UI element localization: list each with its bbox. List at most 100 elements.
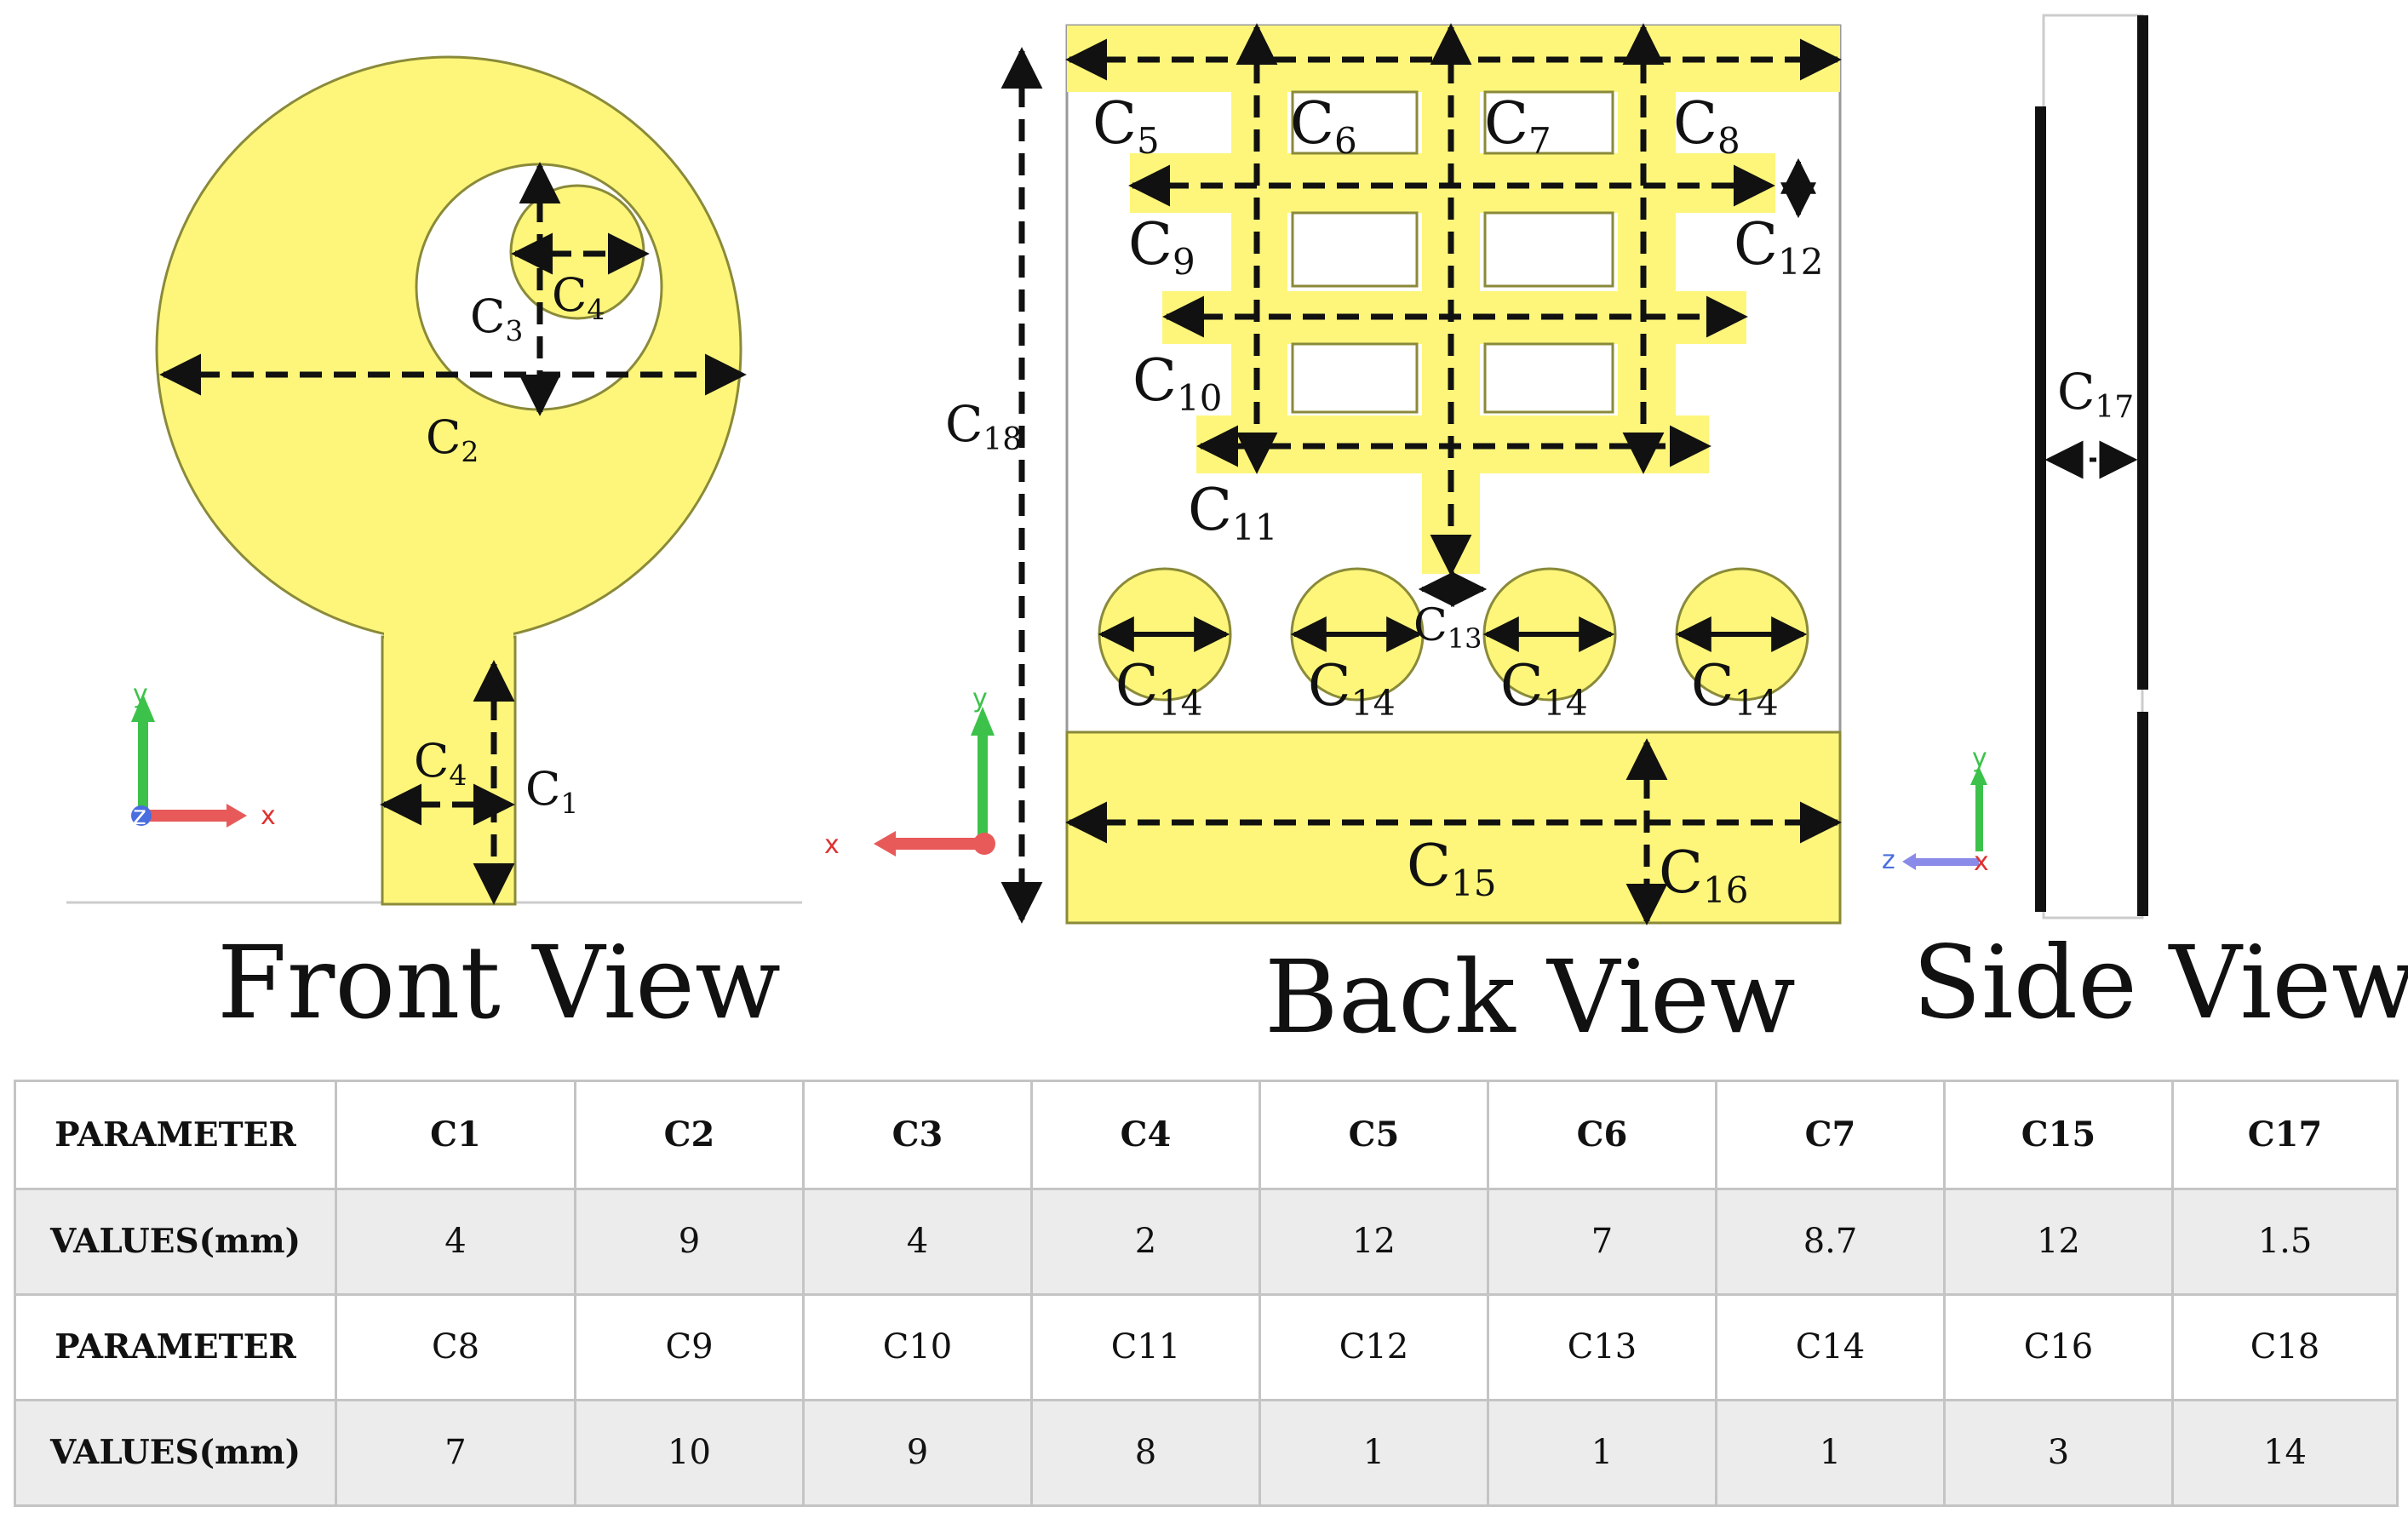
table-cell: VALUES(mm) — [14, 1187, 337, 1296]
svg-text:C1: C1 — [525, 762, 578, 820]
table-cell: 4 — [802, 1187, 1033, 1296]
label-subscript: 12 — [1778, 241, 1823, 283]
label-subscript: 18 — [983, 422, 1022, 457]
svg-text:C3: C3 — [470, 289, 523, 347]
label-subscript: 2 — [461, 435, 479, 468]
back-view-title: Back View — [1264, 938, 1796, 1056]
axis-triad-front: y x z — [131, 679, 276, 831]
svg-text:C4: C4 — [552, 268, 605, 326]
svg-text:C4: C4 — [414, 734, 467, 792]
label-c12: C — [1734, 211, 1778, 278]
label-c9: C — [1128, 211, 1172, 278]
label-c14-1: C — [1115, 653, 1159, 719]
label-c14-4: C — [1691, 653, 1734, 719]
table-cell: C13 — [1487, 1292, 1717, 1401]
table-cell: 2 — [1030, 1187, 1261, 1296]
label-subscript: 16 — [1703, 869, 1748, 911]
svg-text:C15: C15 — [1407, 833, 1496, 904]
axis-triad-back: y x — [824, 684, 995, 860]
table-row: PARAMETER C1 C2 C3 C4 C5 C6 C7 C15 C17 — [14, 1080, 2399, 1190]
svg-text:C8: C8 — [1673, 90, 1740, 162]
label-c10: C — [1132, 347, 1177, 415]
side-view-title: Side View — [1912, 924, 2408, 1041]
table-cell: C1 — [335, 1080, 576, 1190]
table-cell: 1 — [1258, 1398, 1489, 1508]
front-view: C2 C3 C4 C4 C1 y x z Front View — [66, 55, 802, 1041]
table-cell: C4 — [1030, 1080, 1261, 1190]
table-cell: C15 — [1943, 1080, 2174, 1190]
back-dimension-arrows — [1000, 23, 1842, 925]
table-cell: 7 — [1487, 1187, 1717, 1296]
label-subscript: 4 — [587, 293, 605, 326]
axis-y-front: y — [133, 679, 148, 709]
label-c11: C — [1188, 477, 1232, 544]
table-cell: 10 — [574, 1398, 805, 1508]
side-ground-layer-top — [2137, 15, 2148, 690]
svg-text:C14: C14 — [1115, 653, 1203, 724]
front-view-title: Front View — [217, 924, 781, 1041]
label-subscript: 10 — [1177, 377, 1222, 419]
table-cell: 8 — [1030, 1398, 1261, 1508]
table-cell: C10 — [802, 1292, 1033, 1401]
label-c14-3: C — [1500, 653, 1544, 719]
table-row: VALUES(mm) 7 10 9 8 1 1 1 3 14 — [14, 1398, 2399, 1508]
label-subscript: 7 — [1528, 120, 1551, 162]
svg-text:C14: C14 — [1308, 653, 1396, 724]
label-subscript: 8 — [1717, 120, 1740, 162]
table-cell: C5 — [1258, 1080, 1489, 1190]
table-cell: C8 — [335, 1292, 576, 1401]
table-cell: C11 — [1030, 1292, 1261, 1401]
label-c16: C — [1659, 839, 1703, 907]
table-cell: 12 — [1258, 1187, 1489, 1296]
svg-text:C7: C7 — [1484, 90, 1551, 162]
label-subscript: 14 — [1734, 683, 1779, 724]
axis-x-front: x — [261, 801, 276, 831]
table-cell: 3 — [1943, 1398, 2174, 1508]
table-cell: PARAMETER — [14, 1292, 337, 1401]
label-subscript: 3 — [505, 314, 523, 347]
svg-text:C13: C13 — [1413, 600, 1482, 655]
svg-text:C6: C6 — [1290, 90, 1357, 162]
label-c4-feed: C — [414, 734, 449, 788]
table-row: VALUES(mm) 4 9 4 2 12 7 8.7 12 1.5 — [14, 1187, 2399, 1296]
table-cell: C2 — [574, 1080, 805, 1190]
feed-joint — [384, 613, 513, 647]
table-cell: 9 — [574, 1187, 805, 1296]
svg-text:C17: C17 — [2057, 363, 2134, 425]
label-c18: C — [945, 395, 983, 453]
label-c14-2: C — [1308, 653, 1351, 719]
label-c8: C — [1673, 90, 1717, 158]
table-cell: 9 — [802, 1398, 1033, 1508]
svg-text:C12: C12 — [1734, 211, 1823, 283]
label-subscript: 14 — [1544, 683, 1588, 724]
label-c2: C — [426, 410, 461, 464]
label-subscript: 14 — [1159, 683, 1203, 724]
label-c4-top: C — [552, 268, 587, 322]
axis-z-front: z — [133, 801, 146, 831]
side-ground-layer-bottom — [2137, 712, 2148, 916]
axis-y-side: y — [1972, 743, 1987, 773]
table-cell: 12 — [1943, 1187, 2174, 1296]
side-view: C17 y z x Side View — [1882, 14, 2408, 1041]
label-c5: C — [1092, 90, 1137, 158]
svg-text:C18: C18 — [945, 395, 1022, 457]
label-c7: C — [1484, 90, 1528, 158]
label-subscript: 1 — [560, 787, 578, 820]
label-c13: C — [1413, 600, 1448, 651]
svg-text:C9: C9 — [1128, 211, 1195, 283]
table-cell: PARAMETER — [14, 1080, 337, 1190]
label-subscript: 14 — [1351, 683, 1396, 724]
table-cell: 1 — [1715, 1398, 1946, 1508]
label-subscript: 15 — [1451, 862, 1496, 904]
table-cell: 7 — [335, 1398, 576, 1508]
grid-slots — [1291, 90, 1614, 414]
table-cell: C16 — [1943, 1292, 2174, 1401]
axis-z-side: z — [1882, 845, 1895, 875]
svg-text:C10: C10 — [1132, 347, 1222, 419]
parameter-table: PARAMETER C1 C2 C3 C4 C5 C6 C7 C15 C17 V… — [14, 1080, 2399, 1508]
svg-text:C11: C11 — [1188, 477, 1277, 548]
label-subscript: 4 — [449, 759, 467, 792]
label-subscript: 11 — [1232, 507, 1277, 548]
label-c6: C — [1290, 90, 1334, 158]
